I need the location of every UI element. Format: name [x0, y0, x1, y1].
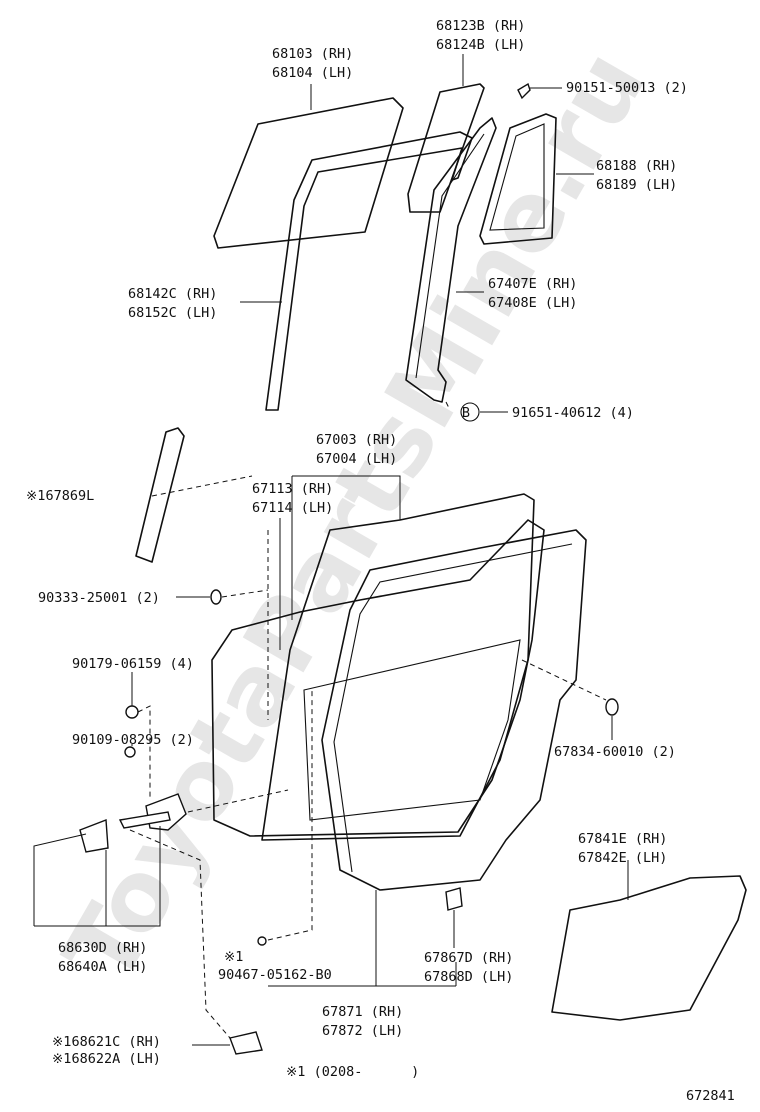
- leader-68630D-right: [34, 826, 161, 927]
- dash-leader-90467: [267, 690, 313, 941]
- label-67114: 67114 (LH): [252, 500, 333, 516]
- label-90151: 90151-50013 (2): [566, 80, 688, 96]
- label-note1-mark: ※1: [224, 949, 243, 965]
- label-67113: 67113 (RH): [252, 481, 333, 497]
- label-68123B: 68123B (RH): [436, 18, 525, 34]
- quarter-weatherstrip-part[interactable]: [479, 113, 557, 245]
- label-67868D: 67868D (LH): [424, 969, 513, 985]
- division-bar-part[interactable]: [405, 117, 497, 403]
- door-weatherstrip-inner-part[interactable]: [321, 529, 587, 891]
- label-67003: 67003 (RH): [316, 432, 397, 448]
- label-90467: 90467-05162-B0: [218, 967, 332, 983]
- leader-67003: [292, 475, 401, 520]
- label-167869L: ※167869L: [26, 488, 94, 504]
- dash-leader-90333: [221, 589, 269, 598]
- screw-90467-part[interactable]: [257, 936, 267, 946]
- label-67834: 67834-60010 (2): [554, 744, 676, 760]
- leader-68630D: [33, 833, 87, 926]
- label-67407E: 67407E (RH): [488, 276, 577, 292]
- label-68188: 68188 (RH): [596, 158, 677, 174]
- label-90109: 90109-08295 (2): [72, 732, 194, 748]
- circle-b-icon: [460, 402, 480, 422]
- door-panel-inner: [303, 639, 521, 821]
- dash-leader-90179: [137, 705, 151, 800]
- dash-leader-167869L: [151, 475, 253, 497]
- bolt-90179-part[interactable]: [125, 705, 139, 719]
- door-weatherstrip-outer-part[interactable]: [261, 493, 535, 841]
- clip-90333-part[interactable]: [210, 589, 222, 605]
- striker-67867D-part[interactable]: [445, 887, 463, 911]
- glass-run-channel-part[interactable]: [265, 131, 473, 411]
- dash-leader-67834: [521, 659, 607, 701]
- label-circle-b: B: [462, 405, 470, 421]
- label-67842E: 67842E (LH): [578, 850, 667, 866]
- label-67408E: 67408E (LH): [488, 295, 577, 311]
- screw-90151-part[interactable]: [517, 82, 531, 100]
- dash-leader-door-check: [187, 789, 289, 813]
- label-68640A: 68640A (LH): [58, 959, 147, 975]
- label-67867D: 67867D (RH): [424, 950, 513, 966]
- label-168621C: ※168621C (RH): [52, 1034, 161, 1050]
- label-68104: 68104 (LH): [272, 65, 353, 81]
- label-68124B: 68124B (LH): [436, 37, 525, 53]
- label-67004: 67004 (LH): [316, 451, 397, 467]
- label-67841E: 67841E (RH): [578, 831, 667, 847]
- door-panel-part[interactable]: [211, 519, 545, 837]
- quarter-weatherstrip-inner: [489, 123, 545, 231]
- label-68152C: 68152C (LH): [128, 305, 217, 321]
- watermark: ToyotaPartsMine.ru: [43, 32, 667, 1002]
- label-90333: 90333-25001 (2): [38, 590, 160, 606]
- quarter-glass-part[interactable]: [407, 83, 485, 213]
- service-hole-cover-part[interactable]: [551, 875, 747, 1021]
- label-168622A: ※168622A (LH): [52, 1051, 161, 1067]
- bolt-90109-part[interactable]: [124, 746, 136, 758]
- label-68189: 68189 (LH): [596, 177, 677, 193]
- label-68103: 68103 (RH): [272, 46, 353, 62]
- dash-leader-91651: [445, 401, 451, 411]
- door-check-cover-168621C-part[interactable]: [229, 1031, 263, 1055]
- diagram-id: 672841: [686, 1088, 735, 1104]
- door-check-arm[interactable]: [118, 811, 171, 829]
- door-hinge-part[interactable]: [79, 819, 109, 853]
- label-91651: 91651-40612 (4): [512, 405, 634, 421]
- label-68630D: 68630D (RH): [58, 940, 147, 956]
- dash-leader-168621C: [129, 829, 231, 1039]
- footnote: ※1 (0208- ): [286, 1064, 419, 1080]
- label-90179: 90179-06159 (4): [72, 656, 194, 672]
- door-weatherstrip-inner-line: [333, 543, 573, 873]
- label-67871: 67871 (RH): [322, 1004, 403, 1020]
- label-67872: 67872 (LH): [322, 1023, 403, 1039]
- division-bar-inner: [415, 133, 485, 379]
- label-68142C: 68142C (RH): [128, 286, 217, 302]
- door-glass-part[interactable]: [213, 97, 404, 249]
- window-strip-167869L-part[interactable]: [135, 427, 185, 563]
- plug-67834-part[interactable]: [605, 698, 619, 716]
